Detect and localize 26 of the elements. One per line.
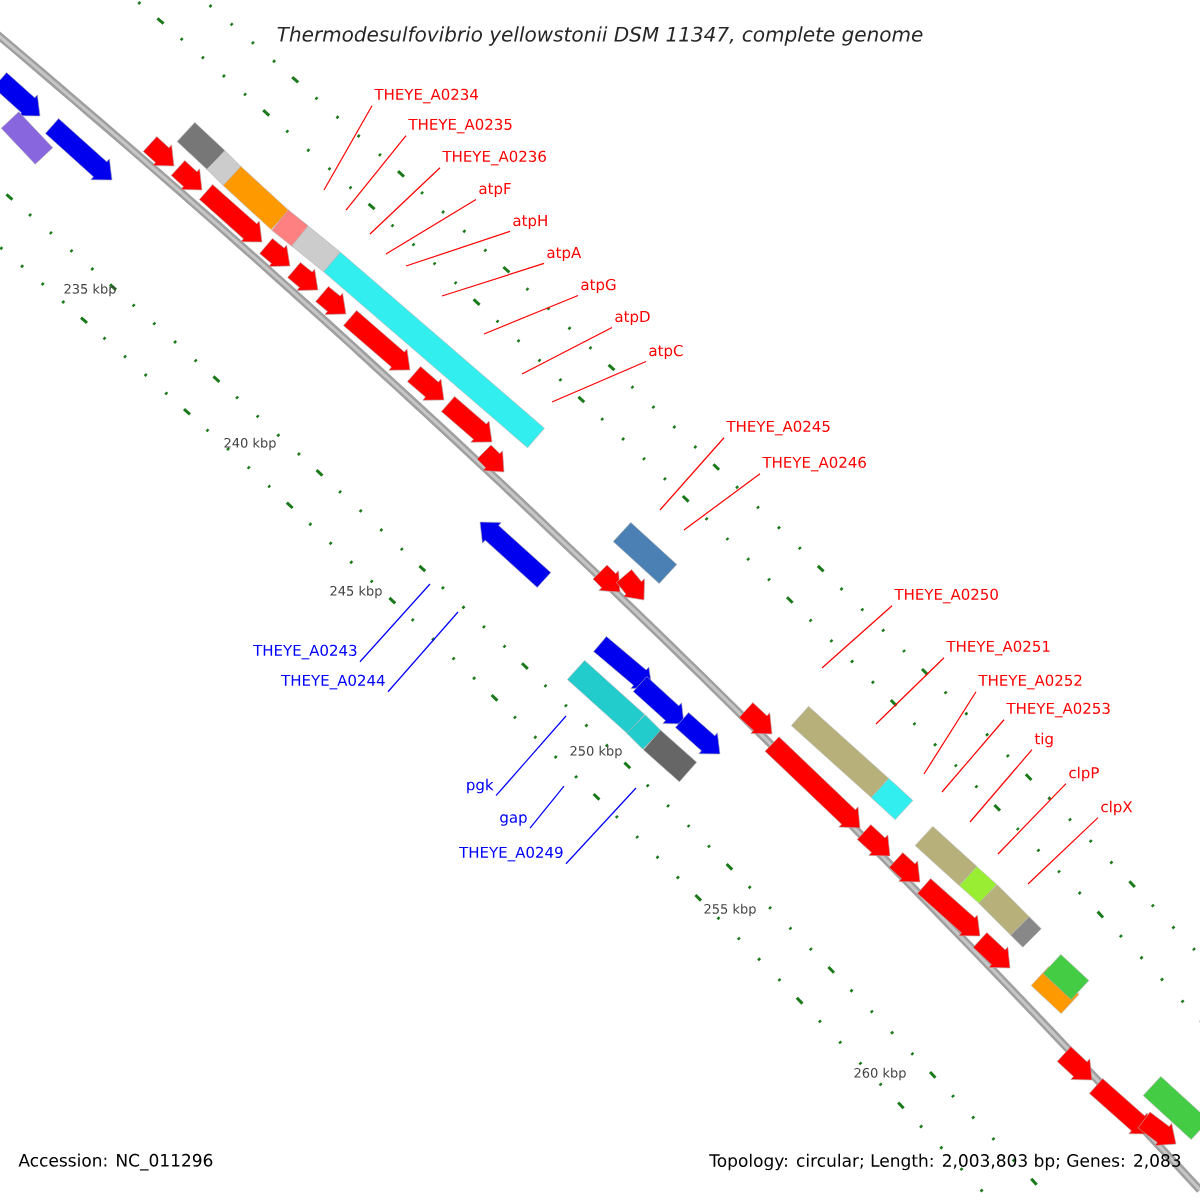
leader-line xyxy=(1027,817,1099,885)
leader-line xyxy=(923,691,977,775)
leader-line xyxy=(385,198,477,255)
leader-line xyxy=(551,360,647,403)
leader-line xyxy=(521,326,613,375)
leader-line xyxy=(495,715,567,797)
leader-line xyxy=(683,473,761,531)
leader-line xyxy=(369,167,441,235)
leader-line xyxy=(323,105,373,191)
leader-line xyxy=(359,583,431,663)
leader-line xyxy=(387,611,459,693)
leader-line xyxy=(969,749,1033,823)
leader-line xyxy=(441,262,545,297)
leader-line xyxy=(405,230,511,267)
leader-line xyxy=(875,657,945,725)
leader-line xyxy=(659,437,725,511)
leader-line xyxy=(345,135,407,211)
title: Thermodesulfovibrio yellowstonii DSM 11347, complete genome xyxy=(277,26,923,46)
leader-line xyxy=(565,787,637,865)
leader-line xyxy=(529,785,565,829)
leader-line xyxy=(483,294,579,335)
footer-text: Accession: NC_011296 xyxy=(18,1153,213,1171)
leader-line xyxy=(997,783,1067,855)
footer-text: Topology: circular; Length: 2,003,803 bp; Genes: 2,083 xyxy=(709,1153,1181,1171)
leader-line xyxy=(821,605,893,669)
leader-line xyxy=(941,719,1005,793)
